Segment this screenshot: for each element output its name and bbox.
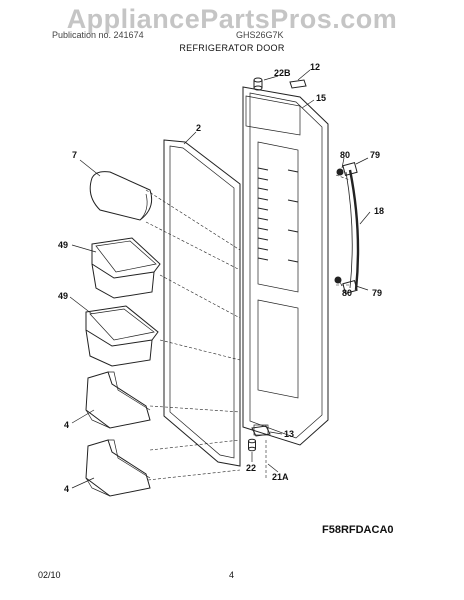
page-title: REFRIGERATOR DOOR [179, 43, 285, 53]
door-bin [85, 305, 159, 367]
lower-hinge [251, 425, 271, 437]
callout-79: 79 [372, 288, 382, 298]
callout-49: 49 [58, 240, 68, 250]
callout-22b: 22B [274, 68, 291, 78]
door-gasket [163, 139, 241, 467]
door-panel [242, 86, 329, 446]
callout-15: 15 [316, 93, 326, 103]
callout-79: 79 [370, 150, 380, 160]
callout-4: 4 [64, 484, 69, 494]
callout-7: 7 [72, 150, 77, 160]
screw [336, 168, 344, 176]
callout-49: 49 [58, 291, 68, 301]
callout-80: 80 [340, 150, 350, 160]
door-bin [91, 237, 161, 299]
publication-number: Publication no. 241674 [52, 30, 144, 40]
dairy-door [89, 171, 153, 221]
screw [334, 276, 342, 284]
diagram-code: F58RFDACA0 [322, 524, 394, 536]
footer-date: 02/10 [38, 570, 61, 580]
page-number: 4 [229, 570, 235, 580]
callout-18: 18 [374, 206, 384, 216]
hinge-bushing-lower [248, 438, 256, 452]
hinge-bushing [253, 77, 263, 91]
callout-22: 22 [246, 463, 256, 473]
callout-80: 80 [342, 288, 352, 298]
door-bin [85, 371, 151, 429]
door-handle [342, 162, 360, 294]
callout-4: 4 [64, 420, 69, 430]
callout-12: 12 [310, 62, 320, 72]
callout-2: 2 [196, 123, 201, 133]
callout-21a: 21A [272, 472, 289, 482]
hinge-cover [289, 79, 307, 89]
callout-13: 13 [284, 429, 294, 439]
watermark: AppliancePartsPros.com [66, 4, 398, 34]
model-number: GHS26G7K [236, 30, 284, 40]
door-bin [85, 439, 151, 497]
